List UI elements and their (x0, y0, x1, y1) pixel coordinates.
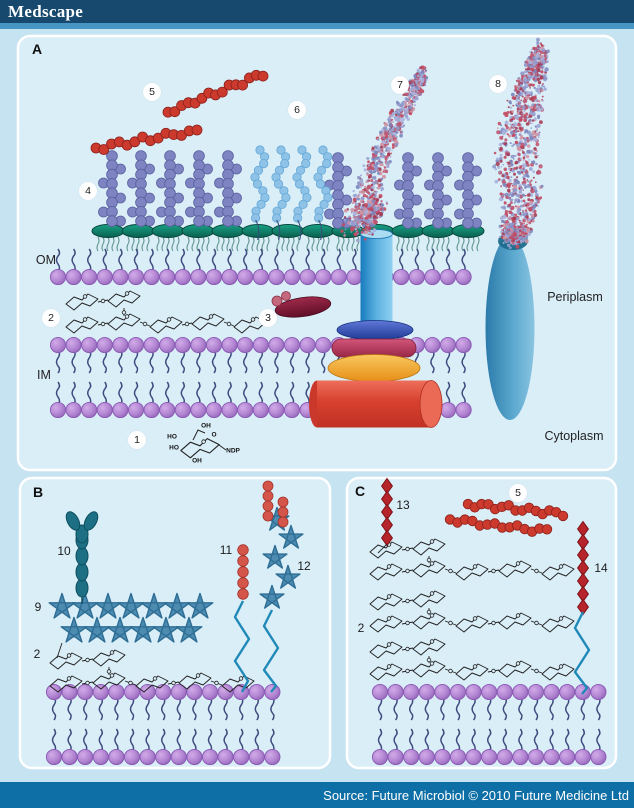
source-credit: Source: Future Microbiol © 2010 Future M… (323, 787, 629, 803)
footer-bar: Source: Future Microbiol © 2010 Future M… (0, 782, 634, 808)
marker-c-14: 14 (594, 561, 608, 575)
marker-c-13: 13 (396, 498, 410, 512)
om-label: OM (35, 253, 57, 267)
panel-b-label: B (32, 484, 44, 500)
marker-a-8: 8 (489, 75, 507, 93)
marker-a-2: 2 (42, 309, 60, 327)
chem-ho-upper: HO (167, 433, 177, 441)
chem-oh-bottom: OH (192, 457, 202, 465)
marker-a-7: 7 (391, 76, 409, 94)
chem-ring-o: O (211, 431, 217, 439)
marker-b-11: 11 (219, 543, 233, 557)
marker-c-2: 2 (357, 621, 365, 635)
header-bar: Medscape (0, 0, 634, 23)
cytoplasm-label: Cytoplasm (544, 429, 604, 443)
medscape-logo[interactable]: Medscape (8, 2, 84, 21)
marker-b-2: 2 (33, 647, 41, 661)
marker-b-9: 9 (34, 600, 42, 614)
marker-c-5: 5 (509, 484, 527, 502)
chem-ho-lower: HO (169, 444, 179, 452)
marker-a-1: 1 (128, 431, 146, 449)
chem-ndp: NDP (226, 447, 240, 455)
header-accent-strip (0, 23, 634, 29)
marker-a-3: 3 (259, 309, 277, 327)
marker-b-10: 10 (57, 544, 71, 558)
panel-a-figure (49, 37, 550, 459)
chem-oh-top: OH (201, 422, 211, 430)
panel-b-figure (45, 480, 304, 766)
marker-a-4: 4 (79, 182, 97, 200)
panel-a-label: A (31, 41, 43, 57)
panel-c-label: C (354, 483, 366, 499)
panel-c-figure (369, 477, 607, 766)
periplasm-label: Periplasm (547, 290, 603, 304)
marker-b-12: 12 (297, 559, 311, 573)
marker-a-6: 6 (288, 101, 306, 119)
marker-a-5: 5 (143, 83, 161, 101)
im-label: IM (37, 368, 51, 382)
